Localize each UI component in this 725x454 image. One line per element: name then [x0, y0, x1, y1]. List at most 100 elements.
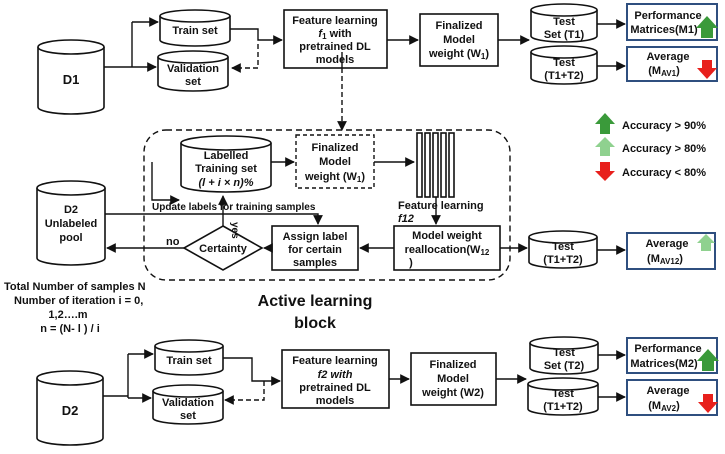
row1-avg-label-1: Average [646, 51, 689, 63]
row1-feature-label-2: f1 with [318, 28, 351, 41]
row1-perf-label-1: Performance [634, 10, 701, 22]
d2-pool-label-2: Unlabeled [45, 218, 98, 230]
note-1: Total Number of samples N [4, 281, 146, 293]
row3-red-down-arrow-icon [698, 394, 718, 413]
row1-finalized-model-box: Finalized Model weight (W1) [419, 13, 499, 67]
active-learning-title-2: block [294, 315, 336, 332]
active-finalized-model-box: Finalized Model weight (W1) [295, 134, 375, 189]
d2-unlabeled-pool: D2 Unlabeled pool [36, 180, 106, 266]
labelled-label-2: Training set [195, 163, 257, 175]
row3-perf-label-2: Matrices(M2) [630, 358, 698, 370]
row1-connectors [104, 17, 626, 131]
row3-test-t1t2: Test (T1+T2) [527, 377, 599, 416]
reweight-label-1: Model weight [412, 230, 482, 242]
row3-test2-label-2: (T1+T2) [543, 401, 583, 413]
row1-test-t1t2: Test (T1+T2) [530, 45, 598, 85]
row1-feature-label-1: Feature learning [292, 15, 378, 27]
yes-label: yes [229, 222, 240, 239]
row3-validation-label-2: set [180, 410, 196, 422]
certainty-label: Certainty [199, 243, 248, 255]
d2-label: D2 [62, 403, 79, 418]
row3-validation-set: Validation set [152, 384, 224, 425]
legend-dark-green-arrow-icon [595, 113, 615, 134]
row1-performance-box: Performance Matrices(M1) [626, 3, 718, 41]
model-weight-reallocation-box: Model weight reallocation(W12 ) [393, 225, 501, 271]
active-final-label-1: Finalized [311, 142, 358, 154]
row1-feature-label-4: models [316, 54, 355, 66]
update-labels-text: Update labels for training samples [152, 202, 316, 213]
active-learning-title-1: Active learning [258, 293, 373, 310]
row1-avg-label-2: (MAV1) [648, 65, 680, 78]
row3-feature-label-2: f2 with [318, 369, 353, 381]
row3-avg-label-1: Average [646, 385, 689, 397]
legend-light-green-arrow-icon [595, 137, 615, 156]
d2-pool-label-1: D2 [64, 204, 78, 216]
row3-train-set: Train set [154, 339, 224, 376]
active-average-box: Average (MAV12) [626, 232, 716, 270]
row1-test2-label-2: (T1+T2) [544, 70, 584, 82]
reweight-label-2: reallocation(W12 [405, 244, 490, 257]
active-final-label-3: weight (W1) [304, 171, 365, 184]
row1-final-label-1: Finalized [435, 20, 482, 32]
row3-connectors [103, 349, 626, 405]
note-4: n = (N- l ) / i [40, 323, 100, 335]
row3-feature-label-3: pretrained DL [299, 382, 371, 394]
note-2: Number of iteration i = 0, [14, 295, 143, 307]
row1-test-t1: Test Set (T1) [530, 3, 598, 43]
row3-feature-label-4: models [316, 395, 355, 407]
red-down-arrow-icon [697, 60, 717, 79]
active-avg-label-2: (MAV12) [647, 253, 683, 266]
active-test-t1t2: Test (T1+T2) [528, 230, 598, 269]
row3-performance-box: Performance Matrices(M2) [626, 337, 719, 374]
row1-train-set: Train set [159, 9, 231, 47]
labelled-label-3: (l + i × n)% [198, 177, 253, 189]
legend-label-dark-green: Accuracy > 90% [622, 120, 706, 132]
row1-final-label-3: weight (W1) [428, 48, 489, 61]
d1-dataset: D1 [37, 39, 105, 115]
row3-perf-label-1: Performance [634, 343, 701, 355]
row3-feature-learning-box: Feature learning f2 with pretrained DL m… [281, 349, 390, 409]
active-test-label-1: Test [552, 241, 574, 253]
row3-final-label-1: Finalized [429, 359, 476, 371]
row1-feature-learning-box: Feature learning f1 with pretrained DL m… [283, 9, 388, 69]
row3-test-t2: Test Set (T2) [529, 336, 599, 375]
reweight-label-3: ) [409, 257, 413, 269]
legend-red-arrow-icon [595, 162, 615, 181]
row3-test1-label-1: Test [553, 347, 575, 359]
active-learning-block-border [143, 129, 511, 281]
active-final-label-2: Model [319, 156, 351, 168]
d2-pool-label-3: pool [59, 232, 82, 244]
row1-average-box: Average (MAV1) [626, 46, 718, 82]
assign-label-2: for certain [288, 244, 342, 256]
assign-label-box: Assign label for certain samples [271, 225, 359, 271]
row3-train-label: Train set [166, 355, 212, 367]
row1-validation-label-1: Validation [167, 63, 219, 75]
row1-test1-label-2: Set (T1) [544, 29, 585, 41]
row3-avg-label-2: (MAV2) [648, 400, 680, 413]
row3-average-box: Average (MAV2) [626, 379, 718, 416]
legend-label-red: Accuracy < 80% [622, 167, 706, 179]
note-3: 1,2….m [48, 309, 87, 321]
row1-feature-label-3: pretrained DL [299, 41, 371, 53]
active-connectors: Update labels for training samples yes n… [105, 157, 528, 253]
active-avg-label-1: Average [645, 238, 688, 250]
sample-notes: Total Number of samples N Number of iter… [4, 281, 146, 335]
legend-label-light-green: Accuracy > 80% [622, 143, 706, 155]
row3-test1-label-2: Set (T2) [544, 360, 585, 372]
row3-feature-label-1: Feature learning [292, 355, 378, 367]
row1-validation-set: Validation set [157, 50, 229, 92]
row1-perf-label-2: Matrices(M1) [630, 24, 698, 36]
row3-dark-green-up-arrow-icon [697, 349, 719, 371]
certainty-decision: Certainty [182, 225, 264, 271]
row1-validation-label-2: set [185, 76, 201, 88]
light-green-up-arrow-icon [697, 234, 715, 251]
row1-test1-label-1: Test [553, 16, 575, 28]
no-label: no [166, 236, 180, 248]
row3-final-label-2: Model [437, 373, 469, 385]
row1-train-label: Train set [172, 25, 218, 37]
assign-label-1: Assign label [283, 231, 348, 243]
row3-validation-label-1: Validation [162, 397, 214, 409]
assign-label-3: samples [293, 257, 337, 269]
row1-final-label-2: Model [443, 34, 475, 46]
